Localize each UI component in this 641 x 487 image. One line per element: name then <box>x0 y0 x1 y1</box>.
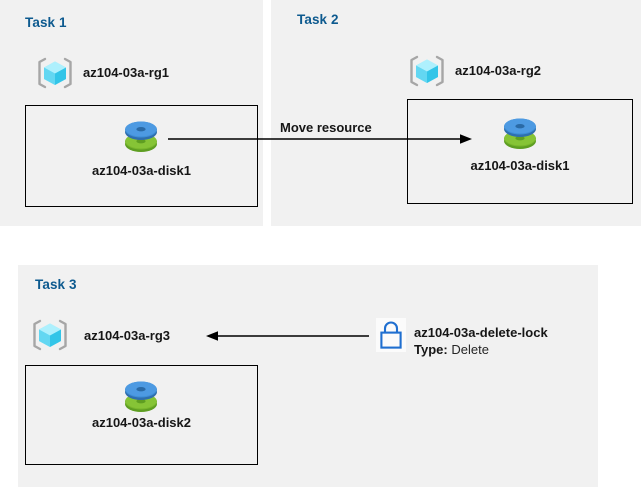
managed-disk-icon <box>119 115 163 157</box>
resource-group-container-task-2 <box>407 99 633 204</box>
panel-task-2 <box>271 0 641 226</box>
managed-disk-label: az104-03a-disk1 <box>470 158 570 173</box>
panel-title-task-2: Task 2 <box>297 12 339 27</box>
panel-title-task-3: Task 3 <box>35 277 77 292</box>
resource-group-container-task-3 <box>25 365 258 465</box>
managed-disk-icon <box>498 112 542 154</box>
move-resource-label: Move resource <box>280 120 372 135</box>
lock-type-row: Type: Delete <box>414 342 489 357</box>
move-resource-arrow <box>168 134 472 144</box>
lock-icon <box>376 318 406 352</box>
resource-group-icon <box>36 56 74 90</box>
lock-type-key: Type: <box>414 342 448 357</box>
panel-title-task-1: Task 1 <box>25 15 67 30</box>
panel-task-1 <box>0 0 263 226</box>
resource-group-icon <box>31 318 69 352</box>
managed-disk-label: az104-03a-disk2 <box>91 415 191 430</box>
managed-disk-label: az104-03a-disk1 <box>91 163 191 178</box>
resource-group-icon <box>408 54 446 88</box>
lock-name-label: az104-03a-delete-lock <box>414 325 548 340</box>
panel-task-3 <box>18 265 598 487</box>
managed-disk-icon <box>119 375 163 417</box>
resource-group-label: az104-03a-rg2 <box>455 63 541 78</box>
resource-group-label: az104-03a-rg3 <box>84 328 170 343</box>
lock-type-value: Delete <box>451 342 489 357</box>
resource-group-label: az104-03a-rg1 <box>83 65 169 80</box>
resource-group-container-task-1 <box>25 105 258 207</box>
lock-target-arrow <box>206 331 369 341</box>
